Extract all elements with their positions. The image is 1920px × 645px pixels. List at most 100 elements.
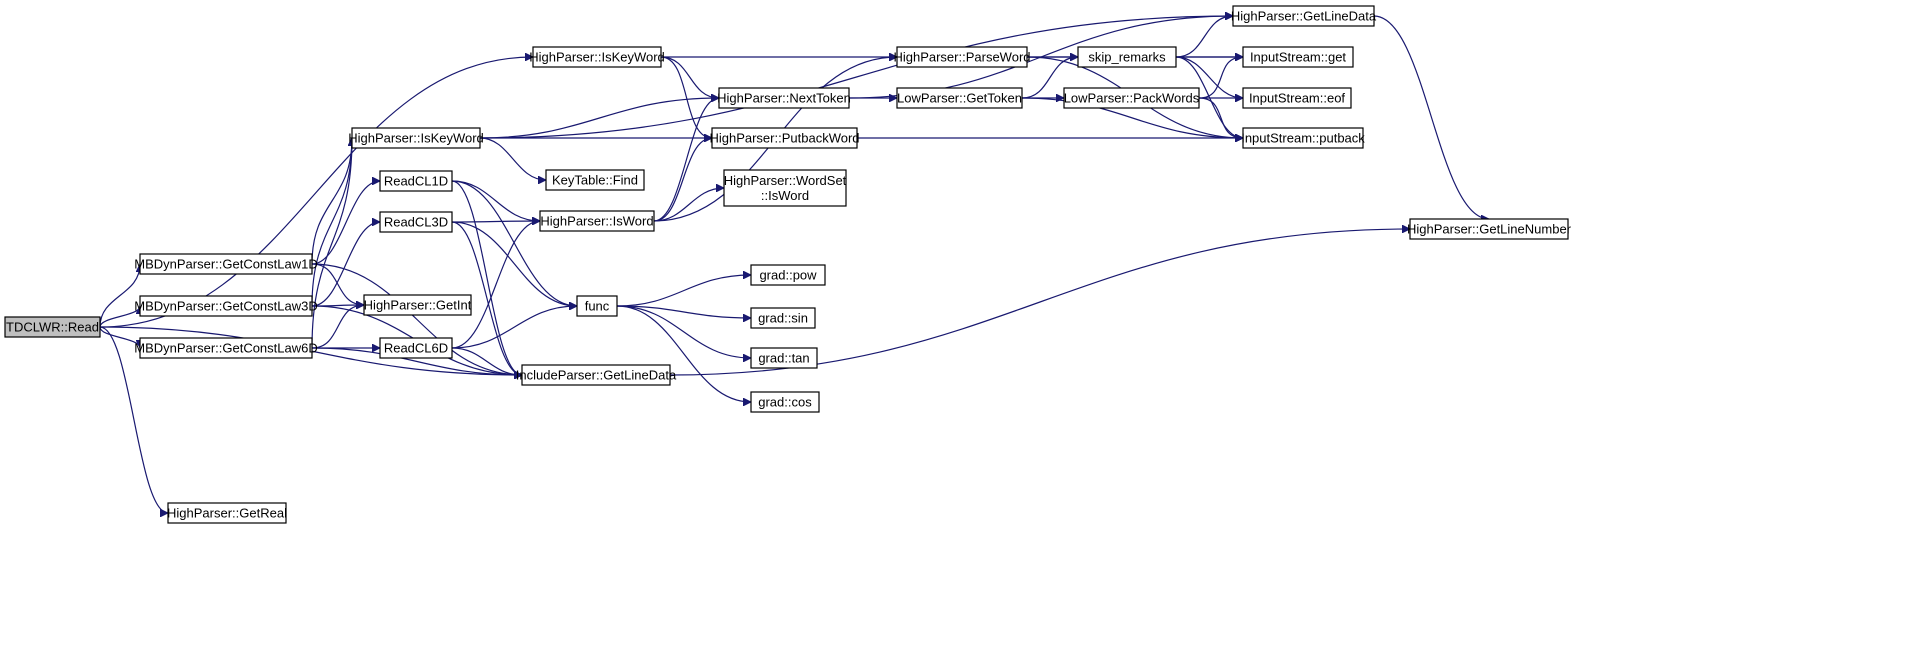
node-label: ::IsWord <box>761 188 809 203</box>
edge-readcl6d-to-includeparser_getlinedata <box>451 347 522 375</box>
edge-mbdyn_getconstlaw1d-to-highparser_getint <box>311 263 364 305</box>
edge-tdclwr_read-to-mbdyn_getconstlaw1d <box>99 264 140 328</box>
node-highparser_getint[interactable]: HighParser::GetInt <box>363 294 472 316</box>
node-label: InputStream::eof <box>1249 91 1345 106</box>
edge-mbdyn_getconstlaw6d-to-includeparser_getlinedata <box>311 347 522 375</box>
edge-highparser_iskeyword_a-to-highparser_nexttoken <box>660 56 719 98</box>
node-box <box>139 253 313 275</box>
edge-readcl3d-to-highparser_isword <box>451 221 540 222</box>
node-label: HighParser::IsWord <box>540 214 653 229</box>
node-box <box>750 307 816 329</box>
node-grad_sin[interactable]: grad::sin <box>750 307 816 329</box>
node-box <box>1242 87 1352 109</box>
node-label: HighParser::IsKeyWord <box>348 131 484 146</box>
node-box <box>539 210 655 232</box>
edge-highparser_iskeyword_b-to-highparser_getlinedata <box>479 16 1233 139</box>
node-skip_remarks[interactable]: skip_remarks <box>1077 46 1177 68</box>
node-box <box>718 87 850 109</box>
node-highparser_parseword[interactable]: HighParser::ParseWord <box>893 46 1031 68</box>
node-box <box>139 337 313 359</box>
node-box <box>1063 87 1200 109</box>
node-keytable_find[interactable]: KeyTable::Find <box>545 169 645 191</box>
node-label: HighParser::IsKeyWord <box>529 50 665 65</box>
node-label: grad::tan <box>758 351 809 366</box>
node-highparser_iskeyword_a[interactable]: HighParser::IsKeyWord <box>529 46 665 68</box>
node-tdclwr_read[interactable]: TDCLWR::Read <box>4 316 101 338</box>
node-mbdyn_getconstlaw1d[interactable]: MBDynParser::GetConstLaw1D <box>134 253 318 275</box>
edge-func-to-grad_cos <box>616 305 751 402</box>
edge-readcl6d-to-highparser_isword <box>451 221 540 349</box>
node-inputstream_putback[interactable]: InputStream::putback <box>1241 127 1365 149</box>
node-highparser_nexttoken[interactable]: HighParser::NextToken <box>717 87 851 109</box>
node-readcl1d[interactable]: ReadCL1D <box>379 170 453 192</box>
node-inputstream_get[interactable]: InputStream::get <box>1242 46 1354 68</box>
node-label: ReadCL3D <box>384 215 448 230</box>
node-label: HighParser::GetLineData <box>1231 9 1377 24</box>
node-box <box>379 337 453 359</box>
node-label: InputStream::get <box>1250 50 1346 65</box>
edge-lowparser_packwords-to-inputstream_putback <box>1198 97 1243 138</box>
node-box <box>139 295 313 317</box>
edge-highparser_iskeyword_a-to-highparser_putbackword <box>660 56 713 138</box>
node-mbdyn_getconstlaw3d[interactable]: MBDynParser::GetConstLaw3D <box>134 295 318 317</box>
edge-mbdyn_getconstlaw3d-to-highparser_iskeyword_b <box>311 138 352 307</box>
node-label: func <box>585 299 610 314</box>
node-label: grad::sin <box>758 311 808 326</box>
node-inputstream_eof[interactable]: InputStream::eof <box>1242 87 1352 109</box>
node-label: HighParser::PutbackWord <box>709 131 859 146</box>
edge-highparser_isword-to-highparser_putbackword <box>653 138 713 222</box>
node-label: HighParser::GetLineNumber <box>1407 222 1572 237</box>
edge-mbdyn_getconstlaw3d-to-readcl3d <box>311 222 381 307</box>
node-box <box>711 127 858 149</box>
node-highparser_isword[interactable]: HighParser::IsWord <box>539 210 655 232</box>
edge-readcl3d-to-func <box>451 221 577 306</box>
edge-skip_remarks-to-highparser_getlinedata <box>1175 16 1233 58</box>
node-mbdyn_getconstlaw6d[interactable]: MBDynParser::GetConstLaw6D <box>134 337 318 359</box>
node-label: LowParser::PackWords <box>1064 91 1200 106</box>
node-box <box>532 46 662 68</box>
node-label: KeyTable::Find <box>552 173 638 188</box>
edge-tdclwr_read-to-mbdyn_getconstlaw3d <box>99 305 140 328</box>
node-grad_cos[interactable]: grad::cos <box>750 391 820 413</box>
node-box <box>750 391 820 413</box>
node-label: InputStream::putback <box>1241 131 1365 146</box>
node-readcl6d[interactable]: ReadCL6D <box>379 337 453 359</box>
edge-mbdyn_getconstlaw1d-to-readcl1d <box>311 181 381 265</box>
node-highparser_getreal[interactable]: HighParser::GetReal <box>167 502 287 524</box>
node-box <box>1409 218 1569 240</box>
edge-readcl1d-to-highparser_isword <box>451 180 540 221</box>
edge-mbdyn_getconstlaw1d-to-includeparser_getlinedata <box>311 263 522 375</box>
node-grad_pow[interactable]: grad::pow <box>750 264 826 286</box>
node-box <box>750 347 818 369</box>
node-highparser_getlinenumber[interactable]: HighParser::GetLineNumber <box>1407 218 1572 240</box>
node-lowparser_packwords[interactable]: LowParser::PackWords <box>1063 87 1200 109</box>
node-box <box>1242 127 1364 149</box>
node-box <box>4 316 101 338</box>
node-includeparser_getlinedata[interactable]: IncludeParser::GetLineData <box>516 364 677 386</box>
node-func[interactable]: func <box>576 295 618 317</box>
node-label: HighParser::WordSet <box>724 173 847 188</box>
node-highparser_putbackword[interactable]: HighParser::PutbackWord <box>709 127 860 149</box>
edge-tdclwr_read-to-mbdyn_getconstlaw6d <box>99 326 140 349</box>
node-label: LowParser::GetToken <box>897 91 1022 106</box>
node-label: ReadCL6D <box>384 341 448 356</box>
node-label: IncludeParser::GetLineData <box>516 368 677 383</box>
node-label: skip_remarks <box>1088 50 1166 65</box>
edge-mbdyn_getconstlaw6d-to-highparser_getint <box>311 305 364 349</box>
edge-mbdyn_getconstlaw6d-to-highparser_iskeyword_b <box>311 138 352 349</box>
node-highparser_getlinedata[interactable]: HighParser::GetLineData <box>1231 5 1377 27</box>
edge-highparser_iskeyword_b-to-highparser_nexttoken <box>479 98 719 139</box>
node-label: MBDynParser::GetConstLaw6D <box>134 341 318 356</box>
edge-readcl1d-to-func <box>451 180 577 306</box>
node-highparser_wordset_isword[interactable]: HighParser::WordSet::IsWord <box>723 169 847 207</box>
node-box <box>723 169 847 207</box>
edge-skip_remarks-to-inputstream_eof <box>1175 56 1243 98</box>
node-lowparser_gettoken[interactable]: LowParser::GetToken <box>896 87 1023 109</box>
node-box <box>351 127 481 149</box>
node-highparser_iskeyword_b[interactable]: HighParser::IsKeyWord <box>348 127 484 149</box>
node-label: HighParser::GetReal <box>167 506 287 521</box>
node-readcl3d[interactable]: ReadCL3D <box>379 211 453 233</box>
node-grad_tan[interactable]: grad::tan <box>750 347 818 369</box>
node-box <box>167 502 287 524</box>
